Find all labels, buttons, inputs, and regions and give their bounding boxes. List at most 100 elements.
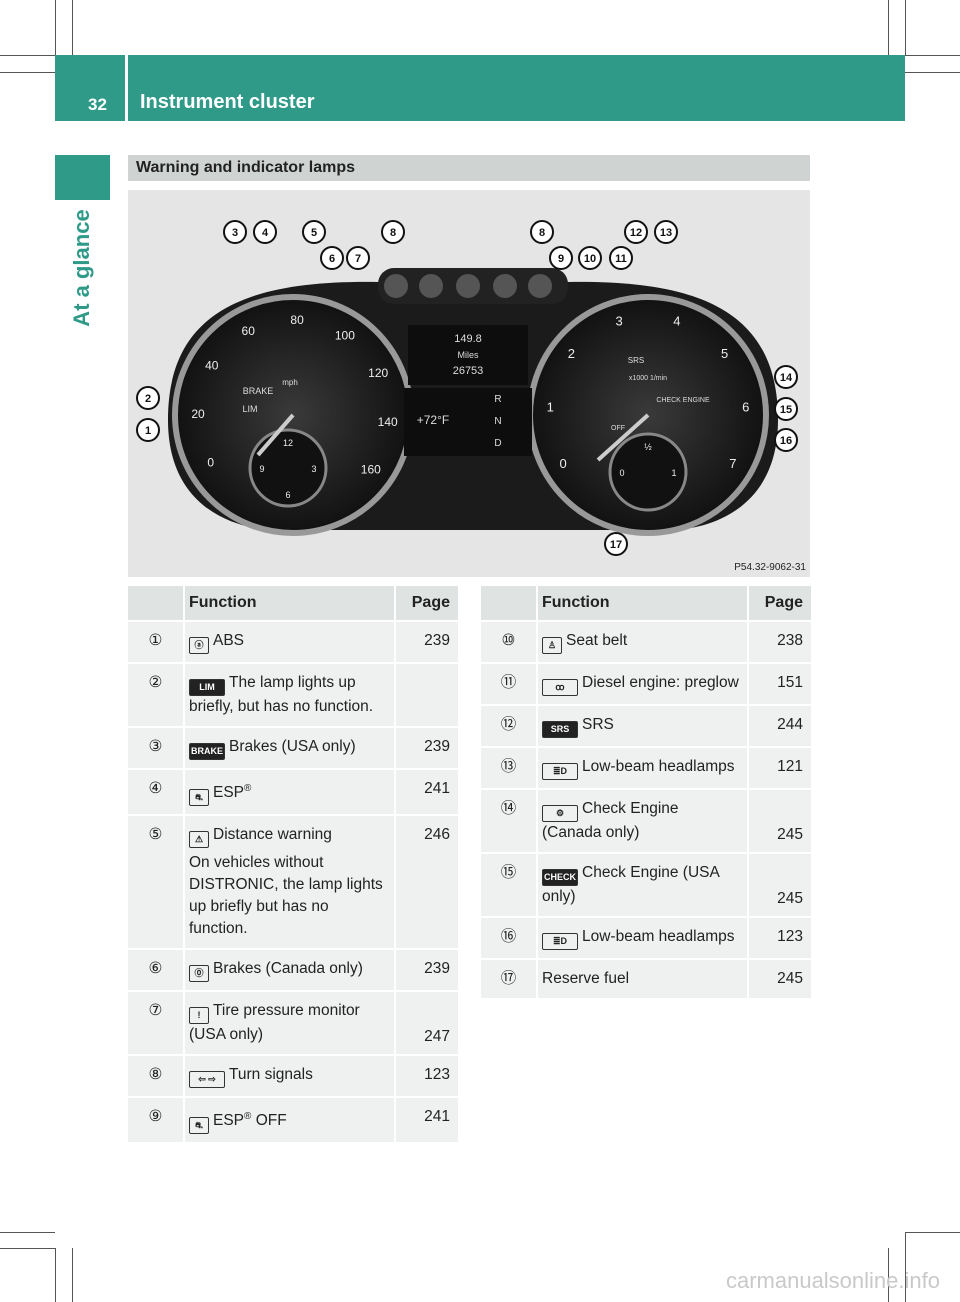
clock-label: 3 [311, 464, 316, 474]
speedo-label: 120 [368, 366, 388, 380]
callout-number: 9 [558, 253, 564, 265]
figure-code: P54.32-9062-31 [734, 562, 806, 573]
callout-circle [136, 418, 160, 442]
tacho-label: 5 [721, 346, 728, 361]
row-page: 238 [748, 621, 811, 664]
center-display-bottom [404, 388, 532, 456]
tacho-label: 2 [568, 346, 575, 361]
row-page: 245 [748, 789, 811, 854]
esp-off-icon: ⛐ [189, 1117, 209, 1135]
callout-circle [578, 246, 602, 270]
callout-number: 10 [584, 253, 596, 265]
function-text: Tire pressure monitor (USA only) [189, 1002, 360, 1044]
row-page: 246 [395, 815, 458, 951]
function-text: Check Engine (USA only) [542, 864, 719, 905]
row-function: ⛐ESP® [184, 769, 396, 817]
function-text: Reserve fuel [542, 970, 630, 987]
tacho-label: 1 [547, 400, 554, 415]
row-page: 245 [748, 959, 811, 1000]
section-heading: Warning and indicator lamps [128, 155, 810, 181]
callout-number: 7 [355, 253, 361, 265]
check-engine-text-icon: CHECK [542, 869, 578, 886]
row-page: 241 [395, 769, 458, 817]
row-page: 245 [748, 853, 811, 918]
callout-number: 8 [390, 227, 396, 239]
watermark: carmanualsonline.info [725, 1268, 940, 1293]
low-beam-icon: ≣D [542, 763, 578, 780]
tacho-unit: x1000 1/min [629, 375, 667, 382]
outside-temp: +72°F [417, 413, 449, 427]
row-number: ② [128, 663, 185, 728]
tire-pressure-icon: ! [189, 1007, 209, 1025]
callout-circle [381, 220, 405, 244]
callout-circle [253, 220, 277, 244]
callout-number: 15 [780, 404, 792, 416]
speedo-label: 140 [378, 415, 398, 429]
callout-number: 8 [539, 227, 545, 239]
row-page: 241 [395, 1097, 458, 1145]
speedo-label: 40 [205, 359, 219, 373]
callout-circle [549, 246, 573, 270]
callout-circle [654, 220, 678, 244]
row-number: ⑯ [481, 917, 538, 960]
row-number: ⑧ [128, 1055, 185, 1099]
callout-circle [774, 365, 798, 389]
instrument-cluster-illustration: 149.8 Miles 26753 +72°F R N D mph x1000 … [136, 220, 798, 556]
trip-unit: Miles [457, 350, 479, 360]
row-number: ⑰ [481, 959, 538, 1000]
seat-belt-icon: ♙ [542, 637, 562, 654]
col-page: Page [748, 586, 811, 622]
page-number: 32 [88, 95, 107, 114]
callout-circle [609, 246, 633, 270]
callout-number: 2 [145, 393, 151, 405]
odometer: 26753 [453, 365, 484, 377]
speedometer-needle [256, 413, 295, 457]
section-title: Warning and indicator lamps [136, 159, 355, 176]
callout-circle [302, 220, 326, 244]
fuel-label: 1 [671, 468, 676, 478]
row-number: ⑦ [128, 991, 185, 1057]
row-page [395, 663, 458, 728]
gear-n: N [494, 416, 501, 427]
row-number: ⑭ [481, 789, 538, 854]
function-text-suffix: OFF [251, 1112, 287, 1130]
callout-number: 14 [780, 372, 793, 384]
row-number: ⑪ [481, 663, 538, 706]
row-number: ⑮ [481, 853, 538, 918]
function-text: ESP [213, 784, 245, 802]
function-text: Seat belt [566, 632, 628, 649]
row-page: 239 [395, 727, 458, 770]
row-number: ⑥ [128, 949, 185, 993]
lim-lamp-text: LIM [242, 404, 257, 414]
fuel-label: ½ [644, 442, 652, 452]
row-function: ♙Seat belt [537, 621, 749, 664]
row-function: Reserve fuel [537, 959, 749, 1000]
callout-number: 12 [630, 227, 642, 239]
tacho-label: 7 [729, 456, 736, 471]
indicator-buttons [384, 274, 552, 298]
speedo-label: 160 [361, 463, 381, 477]
col-function: Function [184, 586, 396, 622]
speed-unit: mph [282, 378, 298, 387]
callout-number: 17 [610, 539, 622, 551]
brake-lamp-text: BRAKE [243, 386, 274, 396]
callout-number: 16 [780, 435, 792, 447]
function-note: On vehicles without DISTRONIC, the lamp … [189, 854, 383, 938]
row-number: ⑩ [481, 621, 538, 664]
